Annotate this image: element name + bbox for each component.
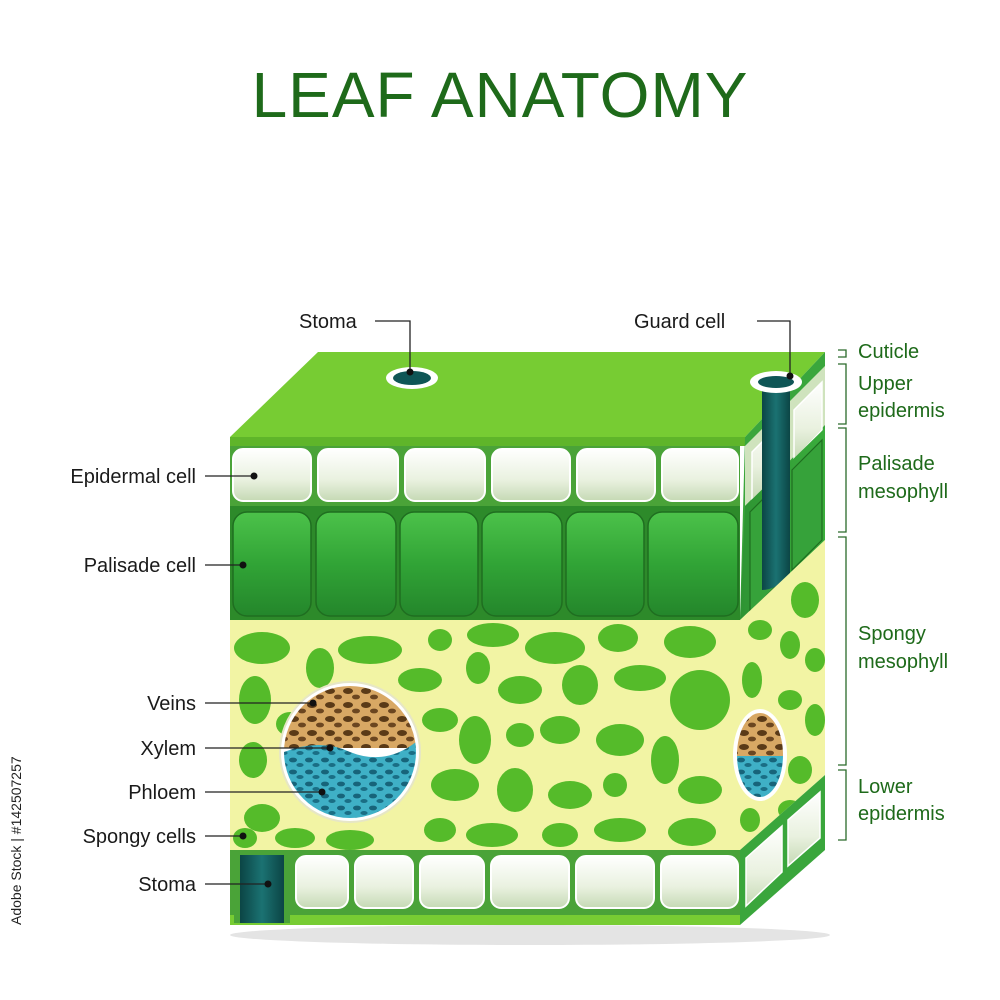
- label-cuticle: Cuticle: [858, 341, 919, 363]
- label-spongy-mesophyll-line2: mesophyll: [858, 651, 948, 673]
- label-palisade-mesophyll-line1: Palisade: [858, 453, 935, 475]
- epidermal-cells-lower: [295, 855, 739, 909]
- label-lower-epidermis-line1: Lower: [858, 776, 913, 798]
- stock-credit-text: Adobe Stock | #142507257: [8, 756, 24, 925]
- label-spongy-mesophyll-line1: Spongy: [858, 623, 926, 645]
- layer-brackets: [838, 349, 847, 841]
- label-palisade-cell: Palisade cell: [84, 555, 196, 577]
- stock-credit: Adobe Stock | #142507257: [6, 756, 26, 960]
- label-stoma-top: Stoma: [299, 311, 358, 333]
- label-veins: Veins: [147, 693, 196, 715]
- label-stoma-bottom: Stoma: [138, 874, 197, 896]
- label-lower-epidermis-line2: epidermis: [858, 803, 945, 825]
- label-xylem: Xylem: [140, 738, 196, 760]
- palisade-cells: [232, 511, 739, 617]
- label-guard-cell: Guard cell: [634, 311, 725, 333]
- leader-stoma-top: [375, 320, 411, 372]
- epidermal-cells-upper: [232, 448, 739, 502]
- phloem: [284, 742, 416, 818]
- label-upper-epidermis-line1: Upper: [858, 373, 913, 395]
- leader-guard-cell: [757, 320, 791, 376]
- cuticle-top-surface: [230, 352, 825, 437]
- label-epidermal-cell: Epidermal cell: [70, 466, 196, 488]
- drop-shadow: [230, 925, 830, 945]
- label-palisade-mesophyll-line2: mesophyll: [858, 481, 948, 503]
- vein-bundle: [279, 681, 421, 823]
- page-title: LEAF ANATOMY: [251, 59, 749, 131]
- guard-cell: [762, 372, 790, 590]
- label-spongy-cells: Spongy cells: [83, 826, 196, 848]
- label-upper-epidermis-line2: epidermis: [858, 400, 945, 422]
- side-vein-bundle: [733, 709, 787, 801]
- label-phloem: Phloem: [128, 782, 196, 804]
- stoma-bottom: [240, 855, 284, 923]
